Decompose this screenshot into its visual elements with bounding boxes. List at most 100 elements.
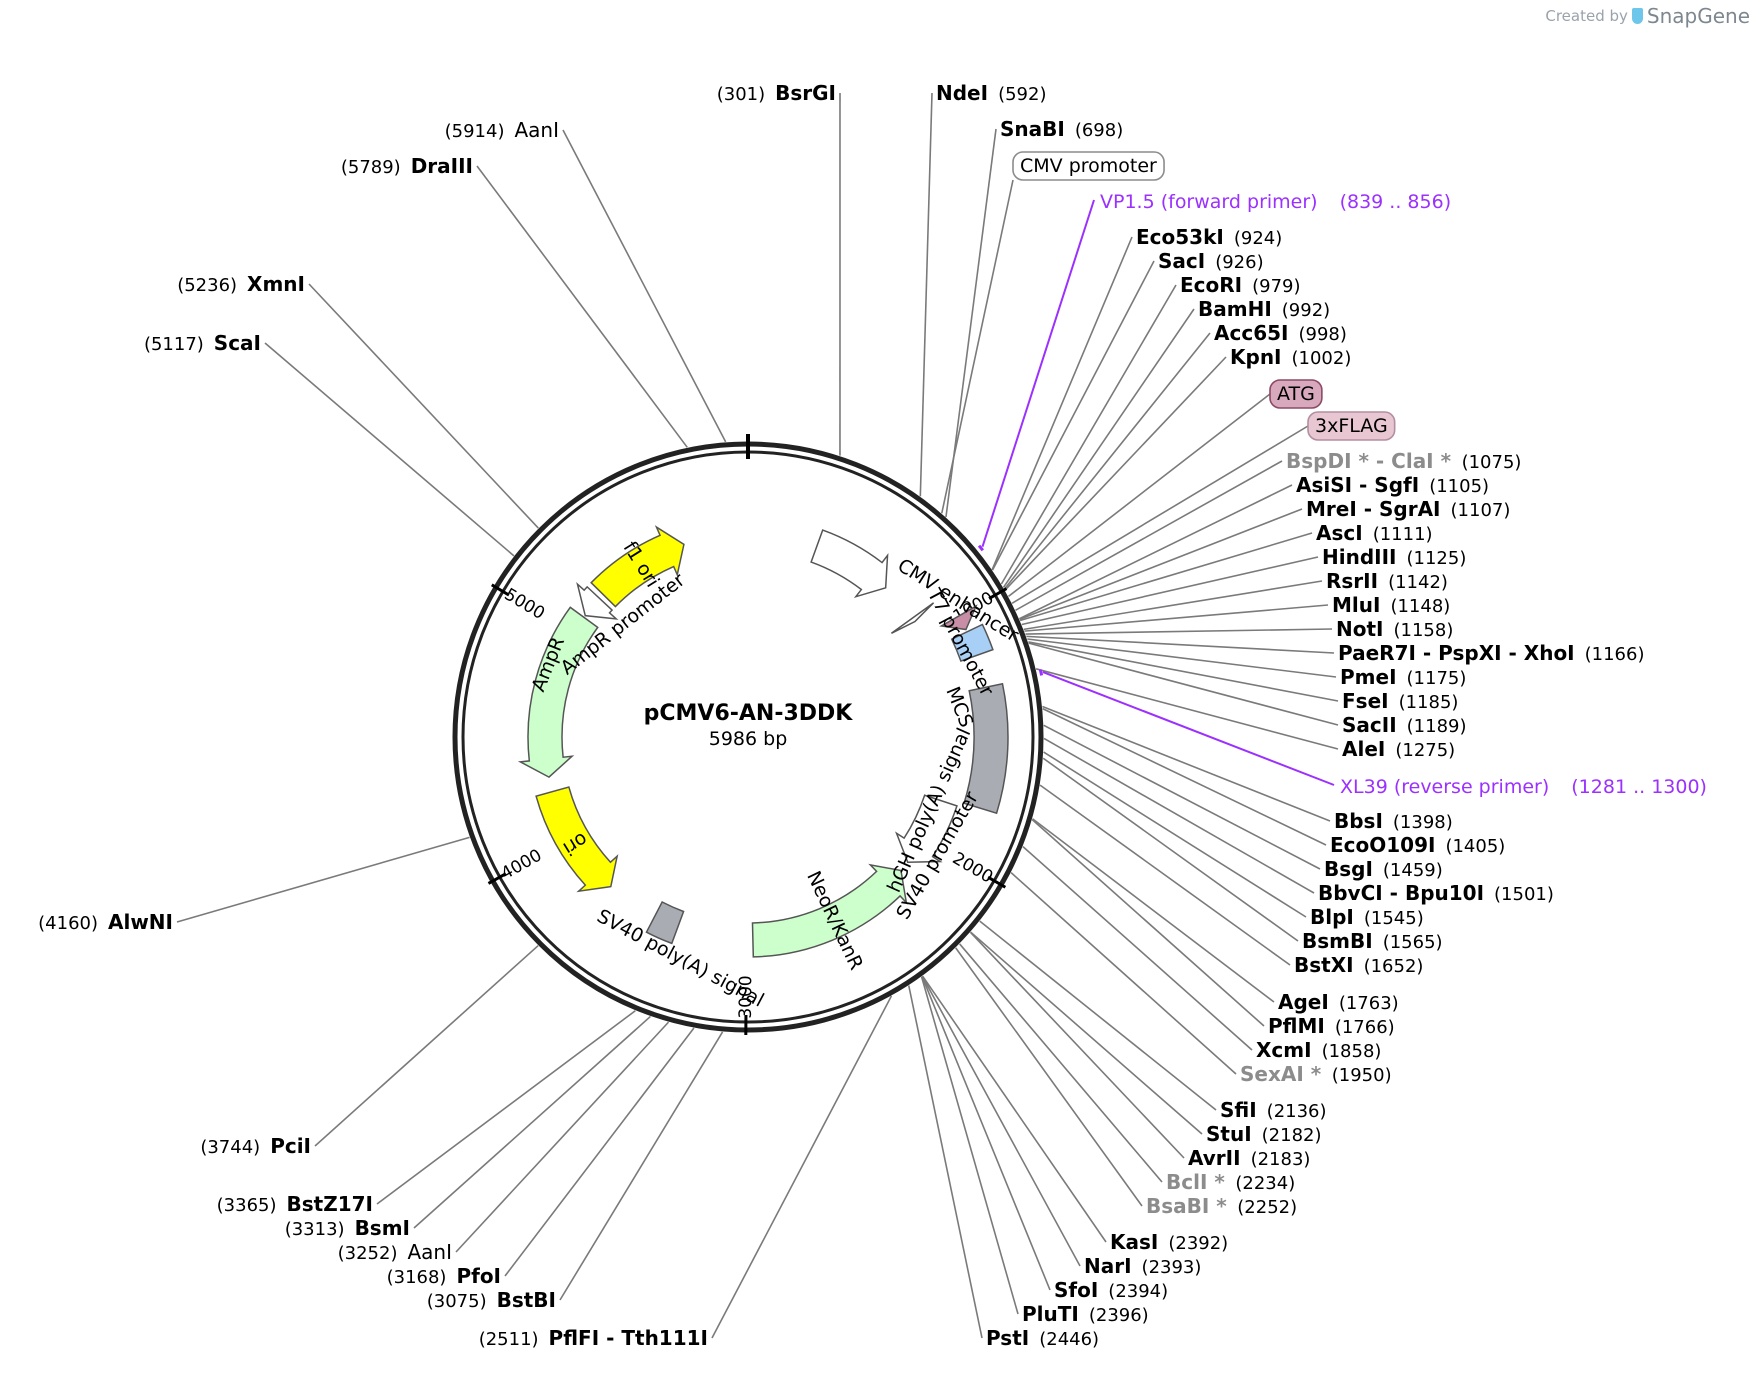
site-position: (1075): [1462, 452, 1522, 473]
feature-atg-arrow[interactable]: [939, 604, 978, 631]
site-pflfi-tth111i[interactable]: PflFI - Tth111I(2511): [479, 1326, 708, 1350]
site-eco53ki[interactable]: Eco53kI(924): [1136, 225, 1282, 249]
site-leader: [907, 985, 983, 1339]
site-fsei[interactable]: FseI(1185): [1342, 689, 1458, 713]
site-bsrgi[interactable]: BsrGI(301): [717, 81, 836, 105]
site-bstz17i[interactable]: BstZ17I(3365): [217, 1192, 373, 1216]
annotation-box: [1269, 379, 1323, 409]
site-bstxi[interactable]: BstXI(1652): [1294, 953, 1423, 977]
feature-sv40-promoter[interactable]: [895, 794, 958, 864]
site-leader: [970, 931, 1203, 1135]
site-bstbi[interactable]: BstBI(3075): [427, 1288, 556, 1312]
feature-f1-ori[interactable]: [590, 525, 685, 608]
site-leader: [919, 92, 933, 497]
feature-cmv-enhancer[interactable]: [810, 529, 889, 599]
site-psti[interactable]: PstI(2446): [986, 1326, 1099, 1350]
site-sfii[interactable]: SfiI(2136): [1220, 1098, 1327, 1122]
site-asci[interactable]: AscI(1111): [1316, 521, 1433, 545]
site-name: PciI: [270, 1134, 311, 1158]
site-acc65i[interactable]: Acc65I(998): [1214, 321, 1347, 345]
site-bamhi[interactable]: BamHI(992): [1198, 297, 1330, 321]
site-name: BclI *: [1166, 1170, 1225, 1194]
primer-xl39-reverse-primer[interactable]: XL39 (reverse primer)(1281 .. 1300): [1340, 776, 1707, 798]
site-blpi[interactable]: BlpI(1545): [1310, 905, 1424, 929]
site-position: (1105): [1429, 476, 1489, 497]
primer-vp1-5-forward-primer[interactable]: VP1.5 (forward primer)(839 .. 856): [1100, 191, 1451, 213]
site-snabi[interactable]: SnaBI(698): [1000, 117, 1123, 141]
site-scai[interactable]: ScaI(5117): [144, 331, 261, 355]
site-name: SfoI: [1054, 1278, 1098, 1302]
site-name: DraIII: [411, 154, 473, 178]
site-name: PstI: [986, 1326, 1029, 1350]
site-asisi-sgfi[interactable]: AsiSI - SgfI(1105): [1296, 473, 1489, 497]
site-ecori[interactable]: EcoRI(979): [1180, 273, 1301, 297]
site-ecoo109i[interactable]: EcoO109I(1405): [1330, 833, 1505, 857]
site-alei[interactable]: AleI(1275): [1342, 737, 1455, 761]
feature-hgh-poly-a-signal[interactable]: [963, 682, 1009, 815]
feature-sv40-poly-a-signal[interactable]: [645, 900, 685, 945]
annotation-leader: [1007, 393, 1271, 598]
site-hindiii[interactable]: HindIII(1125): [1322, 545, 1466, 569]
feature-ampr-promoter[interactable]: [576, 581, 619, 620]
site-noti[interactable]: NotI(1158): [1336, 617, 1453, 641]
site-bcli[interactable]: BclI *(2234): [1166, 1170, 1295, 1194]
feature-t7-promoter[interactable]: [890, 602, 935, 634]
site-leader: [969, 931, 1185, 1159]
site-xmni[interactable]: XmnI(5236): [177, 272, 305, 296]
site-mrei-sgrai[interactable]: MreI - SgrAI(1107): [1306, 497, 1510, 521]
site-kasi[interactable]: KasI(2392): [1110, 1230, 1228, 1254]
annotation-leader: [941, 179, 1014, 514]
site-alwni[interactable]: AlwNI(4160): [38, 910, 173, 934]
site-kpni[interactable]: KpnI(1002): [1230, 345, 1351, 369]
site-bbvci-bpu10i[interactable]: BbvCI - Bpu10I(1501): [1318, 881, 1554, 905]
annotation-3xflag[interactable]: 3xFLAG: [1307, 411, 1396, 441]
primer-range: (1281 .. 1300): [1571, 776, 1707, 798]
site-agei[interactable]: AgeI(1763): [1278, 990, 1399, 1014]
site-pflmi[interactable]: PflMI(1766): [1268, 1014, 1395, 1038]
site-aani[interactable]: AanI(3252): [338, 1240, 452, 1264]
site-sexai[interactable]: SexAI *(1950): [1240, 1062, 1392, 1086]
credit-prefix: Created by: [1545, 7, 1628, 25]
site-bbsi[interactable]: BbsI(1398): [1334, 809, 1453, 833]
site-name: SnaBI: [1000, 117, 1065, 141]
site-paer7i-pspxi-xhoi[interactable]: PaeR7I - PspXI - XhoI(1166): [1338, 641, 1644, 665]
annotation-label: ATG: [1277, 383, 1315, 405]
site-position: (1405): [1445, 836, 1505, 857]
annotation-cmv-promoter[interactable]: CMV promoter: [1012, 151, 1165, 181]
site-stui[interactable]: StuI(2182): [1206, 1122, 1322, 1146]
site-position: (1766): [1335, 1017, 1395, 1038]
site-name: BsmBI: [1302, 929, 1373, 953]
site-rsrii[interactable]: RsrII(1142): [1326, 569, 1448, 593]
site-bspdi-clai[interactable]: BspDI * - ClaI *(1075): [1286, 449, 1521, 473]
site-bsgi[interactable]: BsgI(1459): [1324, 857, 1443, 881]
site-bsmbi[interactable]: BsmBI(1565): [1302, 929, 1443, 953]
site-nari[interactable]: NarI(2393): [1084, 1254, 1201, 1278]
site-sacii[interactable]: SacII(1189): [1342, 713, 1467, 737]
site-bsmi[interactable]: BsmI(3313): [285, 1216, 410, 1240]
site-name: KasI: [1110, 1230, 1158, 1254]
site-aani[interactable]: AanI(5914): [445, 118, 559, 142]
feature-ori[interactable]: [535, 786, 619, 893]
feature-ampr[interactable]: [517, 606, 599, 779]
site-avrii[interactable]: AvrII(2183): [1188, 1146, 1310, 1170]
site-pmei[interactable]: PmeI(1175): [1340, 665, 1466, 689]
site-position: (1002): [1292, 348, 1352, 369]
site-sfoi[interactable]: SfoI(2394): [1054, 1278, 1168, 1302]
feature-neor-kanr[interactable]: [751, 863, 908, 958]
site-xcmi[interactable]: XcmI(1858): [1256, 1038, 1381, 1062]
site-pluti[interactable]: PluTI(2396): [1022, 1302, 1149, 1326]
feature-mcs[interactable]: [950, 623, 994, 663]
site-bsabi[interactable]: BsaBI *(2252): [1146, 1194, 1297, 1218]
site-saci[interactable]: SacI(926): [1158, 249, 1264, 273]
site-leader: [559, 1031, 724, 1301]
site-draiii[interactable]: DraIII(5789): [341, 154, 473, 178]
site-position: (1158): [1393, 620, 1453, 641]
primer-name: VP1.5 (forward primer): [1100, 191, 1318, 213]
site-pfoi[interactable]: PfoI(3168): [387, 1264, 501, 1288]
annotation-atg[interactable]: ATG: [1269, 379, 1323, 409]
site-mlui[interactable]: MluI(1148): [1332, 593, 1450, 617]
site-pcii[interactable]: PciI(3744): [200, 1134, 311, 1158]
site-ndei[interactable]: NdeI(592): [936, 81, 1046, 105]
